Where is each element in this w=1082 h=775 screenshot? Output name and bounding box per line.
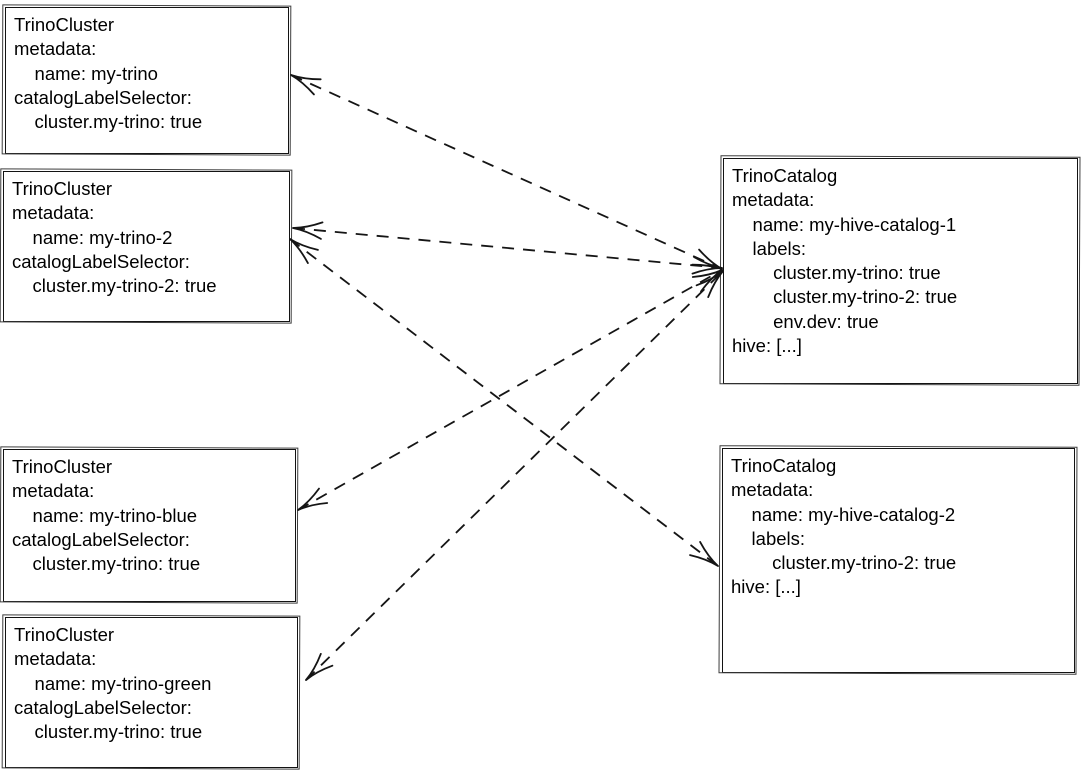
yaml-line: labels: — [731, 527, 806, 549]
yaml-line: cluster.my-trino: true — [732, 262, 941, 284]
yaml-line: metadata: — [12, 480, 95, 502]
link-my-trino-2--my-hive-catalog-1 — [292, 221, 723, 275]
link-my-trino-blue--my-hive-catalog-1 — [297, 269, 723, 511]
yaml-line: cluster.my-trino-2: true — [731, 552, 957, 574]
yaml-line: name: my-trino-green — [14, 672, 212, 694]
yaml-line: name: my-trino-2 — [12, 226, 173, 248]
yaml-line: cluster.my-trino: true — [14, 111, 203, 133]
yaml-line: catalogLabelSelector: — [12, 250, 190, 272]
arrowhead-icon — [289, 238, 719, 567]
link-my-trino-green--my-hive-catalog-1 — [305, 270, 724, 681]
yaml-line: metadata: — [732, 189, 815, 211]
arrowhead-icon — [292, 221, 723, 275]
arrowhead-icon — [290, 74, 723, 270]
yaml-line: name: my-trino-blue — [12, 504, 198, 526]
yaml-line: labels: — [732, 237, 807, 259]
trino-catalog-my-hive-catalog-2-box: TrinoCatalog metadata: name: my-hive-cat… — [722, 448, 1075, 673]
yaml-line: name: my-hive-catalog-2 — [731, 503, 956, 525]
resource-kind: TrinoCatalog — [731, 455, 837, 476]
resource-kind: TrinoCatalog — [732, 165, 838, 186]
yaml-line: cluster.my-trino-2: true — [12, 275, 217, 297]
link-my-trino-2--my-hive-catalog-2 — [289, 238, 719, 567]
yaml-line: catalogLabelSelector: — [12, 528, 190, 550]
yaml-line: hive: [...] — [732, 335, 802, 357]
trino-catalog-my-hive-catalog-1-box: TrinoCatalog metadata: name: my-hive-cat… — [723, 158, 1078, 384]
trino-cluster-my-trino-blue-box: TrinoCluster metadata: name: my-trino-bl… — [3, 449, 296, 602]
trino-cluster-my-trino-green-box: TrinoCluster metadata: name: my-trino-gr… — [5, 617, 298, 768]
yaml-line: hive: [...] — [731, 576, 801, 598]
yaml-line: metadata: — [14, 38, 97, 60]
resource-kind: TrinoCluster — [14, 624, 115, 645]
yaml-line: env.dev: true — [732, 310, 879, 332]
resource-kind: TrinoCluster — [12, 456, 113, 477]
yaml-line: catalogLabelSelector: — [14, 696, 192, 718]
yaml-line: metadata: — [14, 648, 97, 670]
resource-kind: TrinoCluster — [12, 178, 113, 199]
link-my-trino--my-hive-catalog-1 — [290, 74, 723, 270]
trino-cluster-my-trino-box: TrinoCluster metadata: name: my-trino ca… — [5, 7, 289, 154]
yaml-line: cluster.my-trino-2: true — [732, 286, 958, 308]
arrowhead-icon — [297, 269, 723, 511]
trino-cluster-my-trino-2-box: TrinoCluster metadata: name: my-trino-2 … — [3, 171, 290, 322]
yaml-line: name: my-trino — [14, 62, 158, 84]
yaml-line: cluster.my-trino: true — [12, 553, 201, 575]
yaml-line: name: my-hive-catalog-1 — [732, 213, 957, 235]
yaml-line: metadata: — [731, 479, 814, 501]
resource-kind: TrinoCluster — [14, 14, 115, 35]
yaml-line: catalogLabelSelector: — [14, 86, 192, 108]
arrowhead-icon — [305, 270, 724, 681]
yaml-line: metadata: — [12, 202, 95, 224]
yaml-line: cluster.my-trino: true — [14, 721, 203, 743]
